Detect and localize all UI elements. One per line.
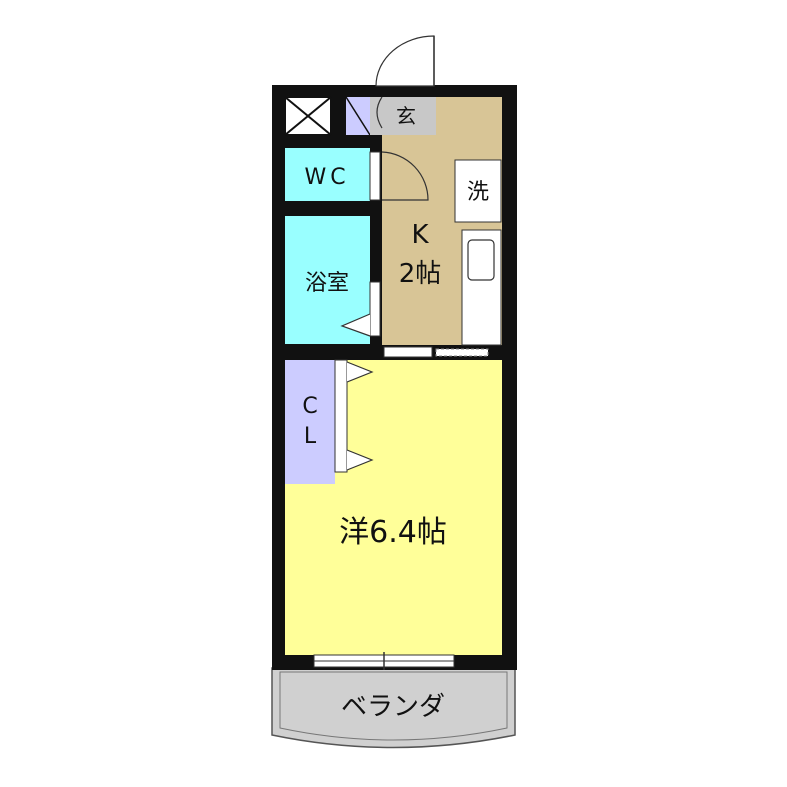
balcony-area [271, 667, 516, 749]
wc-label: WC [304, 165, 349, 190]
kitchen-sink-icon [467, 239, 495, 281]
western-label: 洋6.4帖 [339, 515, 447, 550]
entry-door-swing-icon [375, 35, 435, 87]
balcony-label: ベランダ [341, 692, 445, 722]
bath-label: 浴室 [305, 271, 349, 296]
entrance-label: 玄 [396, 104, 416, 128]
closet-label-l: L [304, 424, 317, 449]
closet-label-c: C [302, 394, 317, 419]
entrance-room [370, 97, 440, 135]
kitchen-label-size: 2帖 [399, 259, 442, 289]
washer-space [454, 159, 502, 223]
washer-label: 洗 [467, 180, 489, 205]
wc-room [285, 148, 370, 201]
kitchen-label-k: K [411, 220, 429, 250]
